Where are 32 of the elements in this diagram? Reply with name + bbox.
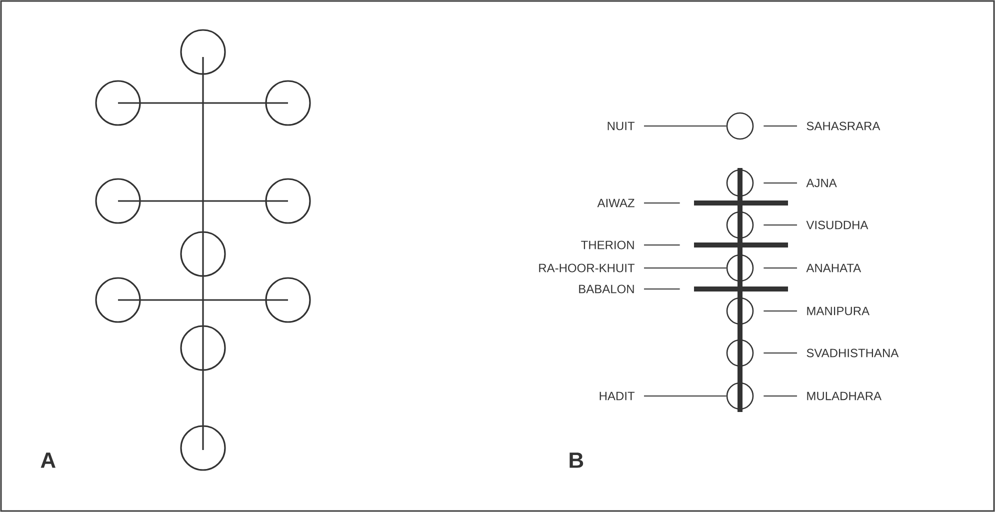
chakra-label: RA-HOOR-KHUIT xyxy=(539,264,635,272)
leader-line xyxy=(644,202,680,204)
chakra-label: MANIPURA xyxy=(807,306,870,316)
crossbar xyxy=(694,242,788,248)
leader-line xyxy=(644,288,680,290)
panel-letter: B xyxy=(570,452,584,468)
chakra-circle xyxy=(726,169,754,197)
chakra-label: ANAHATA xyxy=(806,264,862,272)
chakra-circle xyxy=(726,112,754,140)
chakra-circle xyxy=(726,382,754,410)
chakra-label: HADIT xyxy=(600,392,635,400)
chakra-label: MULADHARA xyxy=(807,392,882,400)
chakra-circle xyxy=(726,211,754,239)
leader-line xyxy=(763,310,798,312)
chakra-label: SVADHISTHANA xyxy=(806,348,899,358)
leader-line xyxy=(763,182,798,184)
chakra-label: BABALON xyxy=(579,284,634,294)
chakra-label: SAHASRARA xyxy=(806,122,880,130)
chakra-label: NUIT xyxy=(608,122,635,130)
leader-line xyxy=(763,224,798,226)
chakra-label: AJNA xyxy=(806,178,837,188)
leader-line xyxy=(763,352,798,354)
chakra-label: AIWAZ xyxy=(597,198,634,208)
panel-letter: A xyxy=(40,452,56,468)
chakra-circle xyxy=(726,339,754,367)
chakra-circle xyxy=(726,297,754,325)
chakra-label: THERION xyxy=(581,240,634,250)
crossbar xyxy=(694,200,788,206)
crossbar xyxy=(694,286,788,292)
leader-line xyxy=(644,244,680,246)
chakra-label: VISUDDHA xyxy=(806,220,868,230)
chakra-circle xyxy=(726,254,754,282)
